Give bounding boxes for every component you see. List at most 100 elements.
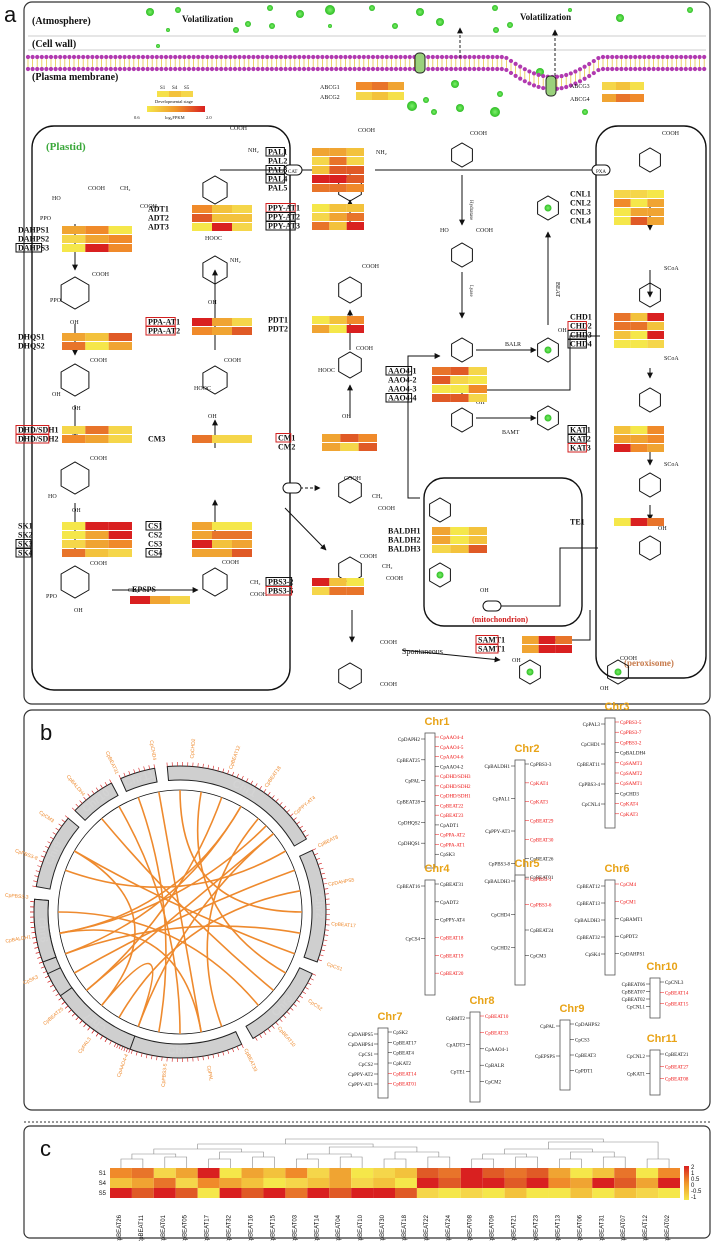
chromosome-gene-right: CpSK3: [440, 853, 455, 858]
expression-cell: [62, 522, 86, 530]
expression-cell: [630, 518, 648, 526]
gene-label: ADT1: [148, 205, 169, 214]
heatmap-cell: [153, 1168, 176, 1178]
chem-label: COOH: [360, 554, 378, 560]
gene-highlight-box: [385, 393, 413, 403]
heatmap-cell: [351, 1178, 374, 1188]
lipid-head: [623, 66, 629, 72]
volatilization-label-left: Volatilization: [182, 14, 233, 24]
chem-label: COOH: [380, 640, 398, 646]
lipid-head: [384, 66, 389, 72]
volatile-dot: [328, 24, 332, 28]
expression-cell: [329, 213, 347, 221]
heatmap-cell: [263, 1168, 286, 1178]
lipid-head: [476, 66, 481, 72]
lipid-head: [357, 54, 362, 60]
svg-text:CAT: CAT: [288, 170, 297, 175]
volatile-dot: [267, 5, 273, 11]
lipid-head: [200, 54, 205, 60]
spontaneous-label: Spontaneous: [402, 647, 443, 656]
chromosome-gene-right: CpBEAT23: [440, 814, 464, 819]
expression-cell: [232, 223, 252, 231]
lipid-head: [619, 54, 624, 60]
expression-cell: [322, 434, 341, 442]
gene-label: PPA-AT1: [148, 318, 180, 327]
chem-label: CH₂: [128, 588, 138, 594]
gene-label: PPY-AT3: [268, 222, 300, 231]
chromosome-gene-left: CpCHD4: [491, 913, 510, 918]
lipid-head: [278, 54, 284, 60]
lipid-head: [458, 66, 463, 72]
chromosome-gene-right: CpBEAT18: [440, 937, 464, 942]
gene-label: BALDH2: [388, 536, 420, 545]
heatmap-cell: [438, 1188, 461, 1198]
heatmap-cell: [658, 1188, 680, 1198]
lipid-head: [444, 54, 449, 60]
mito-transporter: [482, 600, 502, 612]
lipid-head: [692, 66, 698, 72]
expression-cell: [468, 394, 487, 402]
circos-chr10: [74, 782, 119, 822]
lipid-head: [228, 66, 233, 72]
expression-cell: [212, 549, 232, 557]
heatmap-cell: [285, 1178, 308, 1188]
expression-cell: [450, 394, 469, 402]
expression-cell: [614, 435, 631, 443]
expression-cell: [346, 213, 364, 221]
lipid-head: [536, 72, 541, 78]
heatmap-cell: [285, 1188, 308, 1198]
lipid-head: [407, 66, 412, 72]
lipid-head: [122, 54, 127, 60]
gene-label: PAL3: [268, 166, 287, 175]
gene-highlight-box: [265, 174, 285, 184]
expression-cell: [647, 313, 664, 321]
heatmap-cell: [460, 1178, 483, 1188]
heatmap-cell: [526, 1178, 549, 1188]
lipid-head: [260, 66, 265, 72]
chromosome-gene-right: CpBEAT27: [665, 1065, 689, 1070]
peroxisome-label: (peroxisome): [624, 658, 674, 668]
expression-cell: [614, 322, 631, 330]
chromosome-maps: Chr1CpDAPH2CpBEAT25CpPALCpBEAT28CpDHQS2C…: [348, 701, 689, 1103]
expression-legend: S1 S4 S5 Developmental stage 0.6 log₂FPK…: [134, 86, 212, 120]
lipid-head: [495, 54, 500, 60]
expression-cell: [346, 578, 364, 586]
gene-label: PAL1: [268, 148, 287, 157]
abcg-right-heat: [602, 82, 644, 102]
svg-text:0.6: 0.6: [134, 115, 140, 120]
heatmap-cell: [175, 1188, 198, 1198]
chem-label: OH: [480, 588, 489, 594]
heatmap-cell: [636, 1168, 659, 1178]
lipid-head: [71, 54, 77, 60]
expression-cell: [329, 325, 347, 333]
lipid-head: [145, 54, 150, 60]
lipid-head: [403, 54, 408, 60]
lipid-head: [283, 54, 288, 60]
chromosome-gene-right: CpSAMT3: [620, 762, 643, 767]
expression-cell: [329, 578, 347, 586]
lipid-head: [357, 66, 362, 72]
volatile-dot: [493, 27, 499, 33]
chromosome-gene-right: CpCM1: [620, 900, 637, 905]
volatile-marker: [544, 414, 552, 422]
heatmap-cell: [548, 1188, 571, 1198]
chromosome-gene-left: CpBEAT28: [397, 801, 421, 806]
abcg3-label: ABCG3: [570, 84, 590, 90]
plastid-label: (Plastid): [46, 141, 86, 153]
chemical-structures: COOHHOCH₂COOHPPOCOOHPPOOHCOOHOHOHCOOHHOO…: [40, 126, 680, 692]
lipid-head: [140, 66, 146, 72]
chromosome-title: Chr3: [604, 701, 629, 713]
benzene-ring: [639, 535, 661, 561]
chromosome-gene-left: CpBEAT12: [577, 885, 601, 890]
lipid-head: [324, 54, 330, 60]
expression-cell: [62, 426, 86, 434]
chromosome-bar: [469, 1011, 481, 1103]
lipid-head: [439, 54, 445, 60]
lipid-head: [476, 54, 481, 60]
lipid-head: [587, 73, 592, 79]
expression-cell: [647, 518, 664, 526]
lipid-head: [278, 66, 284, 72]
synteny-link: [73, 850, 295, 955]
